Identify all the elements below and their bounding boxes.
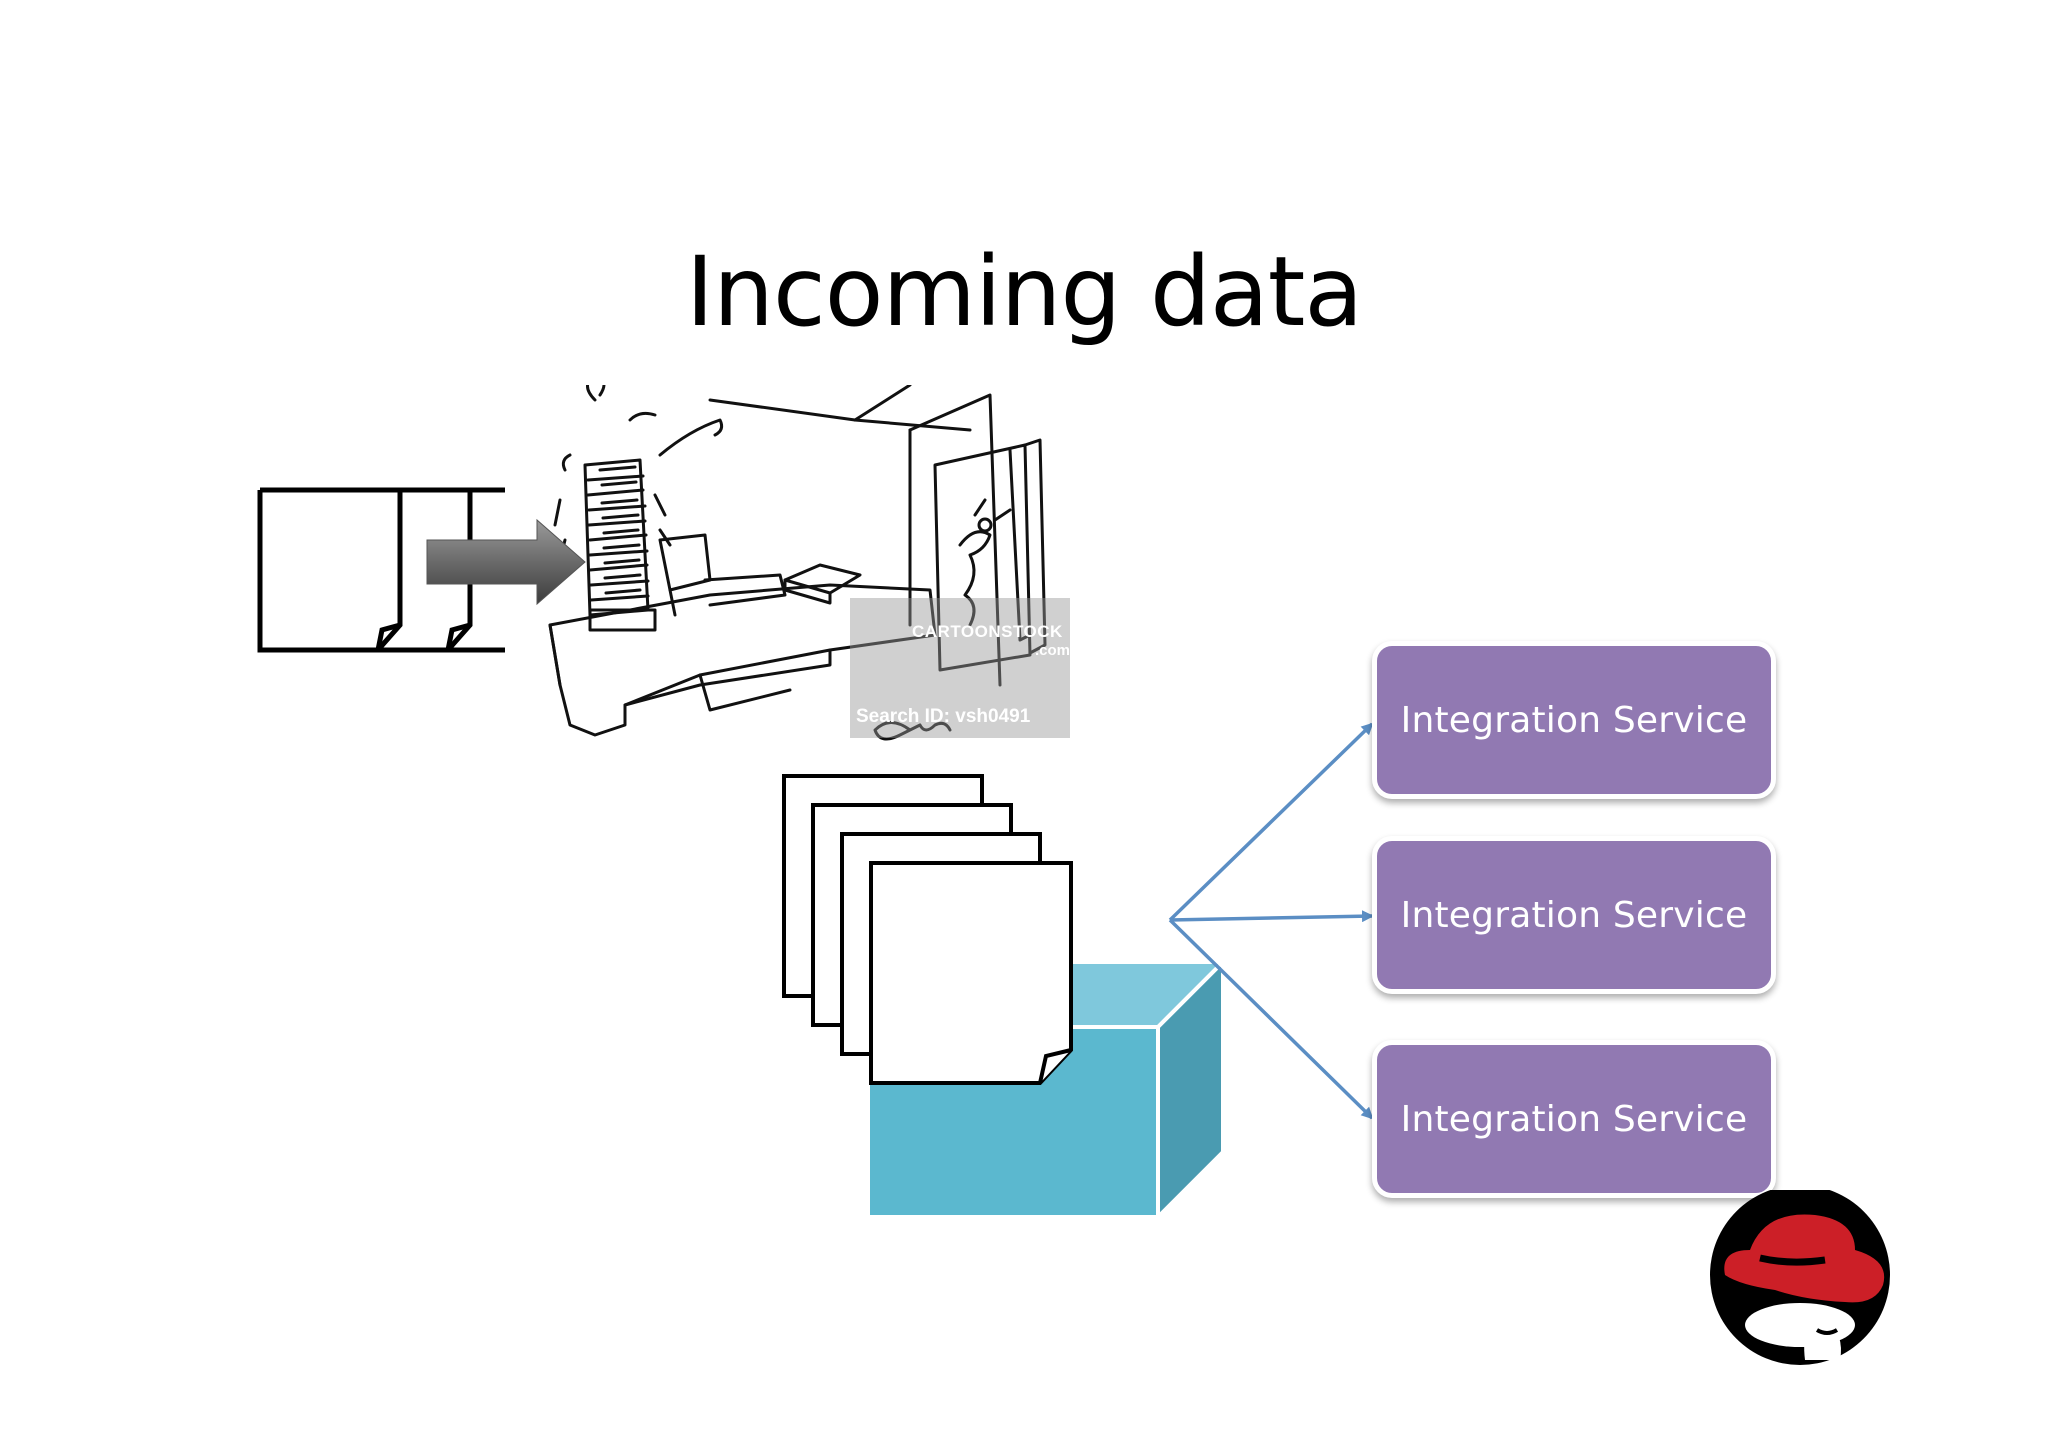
red-hat-logo	[1705, 1190, 1895, 1365]
integration-service-box-2: Integration Service	[1372, 836, 1776, 994]
grey-block-arrow-icon	[426, 518, 586, 606]
cartoonstock-watermark	[850, 598, 1070, 738]
watermark-search-id: Search ID: vsh0491	[856, 706, 1031, 727]
integration-service-box-1: Integration Service	[1372, 641, 1776, 799]
watermark-domain: .com	[1035, 642, 1071, 659]
overworked-office-cartoon	[530, 385, 1075, 770]
service-label: Integration Service	[1400, 894, 1748, 936]
page-title: Incoming data	[685, 236, 1363, 349]
document-page-4	[869, 861, 1073, 1085]
cartoon-drawing	[548, 385, 1047, 741]
service-label: Integration Service	[1400, 699, 1748, 741]
connector-arrows	[1168, 722, 1374, 1120]
arrow-to-service-2	[1169, 910, 1374, 923]
arrow-to-service-1	[1168, 722, 1374, 922]
red-hat-shadowman-icon	[1710, 1190, 1890, 1365]
watermark-brand: CARTOONSTOCK	[912, 622, 1063, 641]
integration-service-box-3: Integration Service	[1372, 1040, 1776, 1198]
incoming-queue	[257, 487, 505, 653]
arrow-to-service-3	[1168, 918, 1374, 1120]
document-stack	[782, 774, 1073, 1085]
service-label: Integration Service	[1400, 1098, 1748, 1140]
